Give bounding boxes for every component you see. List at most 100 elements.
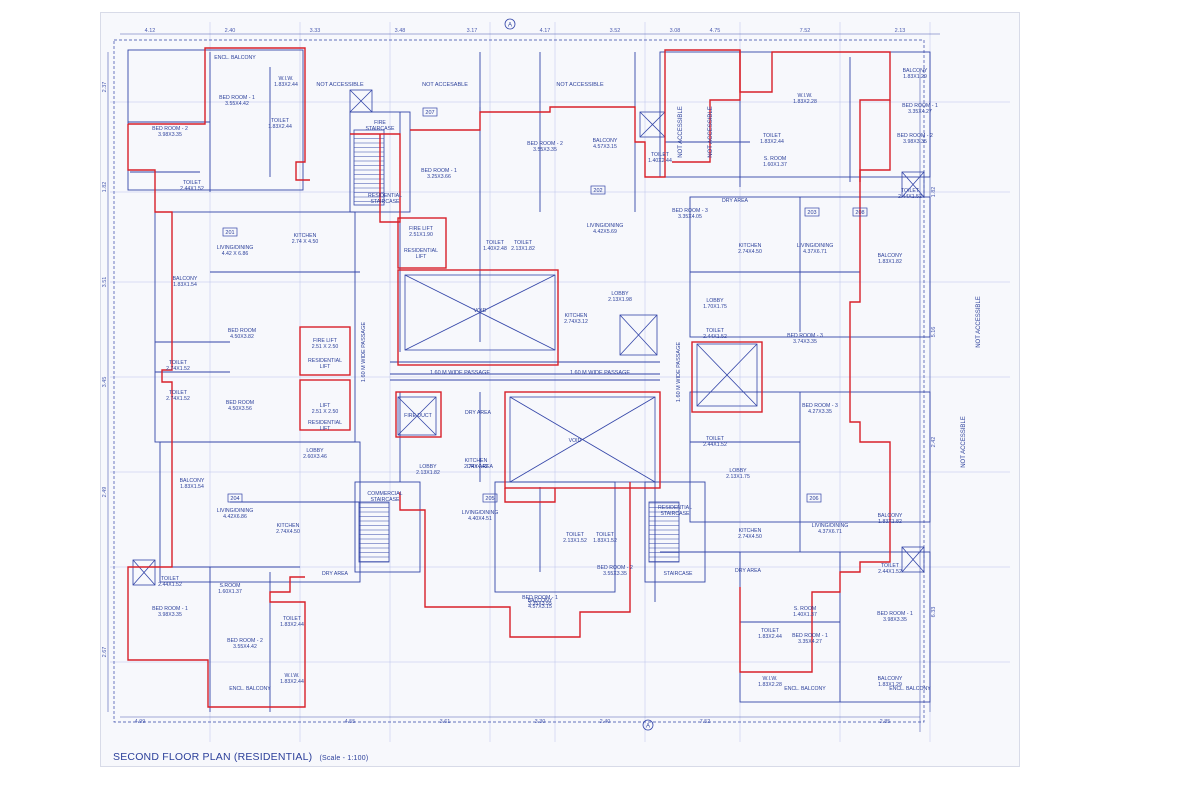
bottom-dimension: 7.52	[700, 719, 711, 725]
top-dimension: 7.52	[800, 28, 811, 34]
flat-boundary	[127, 47, 891, 708]
top-dimension: 3.48	[395, 28, 406, 34]
not-accessible-label: NOT ACCESSIBLE	[961, 416, 967, 468]
void-crosses	[132, 89, 925, 586]
not-accessible-label: NOT ACCESSIBLE	[316, 82, 364, 88]
left-dimension: 1.82	[102, 182, 108, 193]
top-dimension: 4.17	[540, 28, 551, 34]
left-dimension: 3.51	[102, 277, 108, 288]
right-dimension: 5.16	[931, 327, 937, 338]
not-accessible-label: NOT ACCESABLE	[422, 82, 468, 88]
room-label: W.I.W.1.83X2.28	[758, 676, 782, 688]
unit-tag-box	[590, 185, 606, 195]
room-label: W.I.W.1.83X2.44	[280, 673, 304, 685]
left-dimension-labels: 2.371.823.513.452.492.67	[102, 82, 108, 658]
top-dimension: 3.52	[610, 28, 621, 34]
top-dimension: 3.33	[310, 28, 321, 34]
passage-label: 1.60 M WIDE PASSAGE	[361, 322, 367, 382]
unit-tag: 208	[855, 210, 864, 216]
room-label: DRY AREA	[465, 410, 492, 416]
grid-marker-bottom	[642, 719, 654, 731]
room-label: W.I.W.1.83X2.44	[274, 76, 298, 88]
bottom-dimension: 3.61	[440, 719, 451, 725]
room-label: DRY AREA	[735, 568, 762, 574]
unit-tag: 206	[809, 496, 818, 502]
top-dimension: 2.40	[225, 28, 236, 34]
top-dimension: 4.75	[710, 28, 721, 34]
passage-label: 1.60 M WIDE PASSAGE	[570, 370, 630, 376]
unit-tag-box	[222, 227, 238, 237]
unit-tag-box	[422, 107, 438, 117]
drawing-title-block: SECOND FLOOR PLAN (RESIDENTIAL) (Scale -…	[113, 751, 368, 763]
room-label: DRY AREA	[322, 571, 349, 577]
bottom-dimension: 2.40	[600, 719, 611, 725]
unit-tag: 202	[593, 188, 602, 194]
floor-plan: A A 4.122.403.333.483.174.173.523.084.75…	[102, 18, 1010, 742]
room-label: W.I.W.1.83X2.28	[793, 93, 817, 105]
top-dimension: 2.13	[895, 28, 906, 34]
right-dimension: 1.82	[931, 187, 937, 198]
bottom-dimension: 4.99	[135, 719, 146, 725]
top-dimension: 3.17	[467, 28, 478, 34]
not-accessible-label: NOT ACCESSIBLE	[708, 106, 714, 158]
left-dimension: 2.49	[102, 487, 108, 498]
top-dimension: 4.12	[145, 28, 156, 34]
unit-tag-box	[804, 207, 820, 217]
room-label: VOID	[569, 438, 582, 444]
drawing-scale: (Scale - 1:100)	[319, 755, 369, 762]
room-label: ENCL. BALCONY	[889, 686, 931, 692]
room-label: DRY AREA	[722, 198, 749, 204]
bottom-dimension: 2.85	[880, 719, 891, 725]
